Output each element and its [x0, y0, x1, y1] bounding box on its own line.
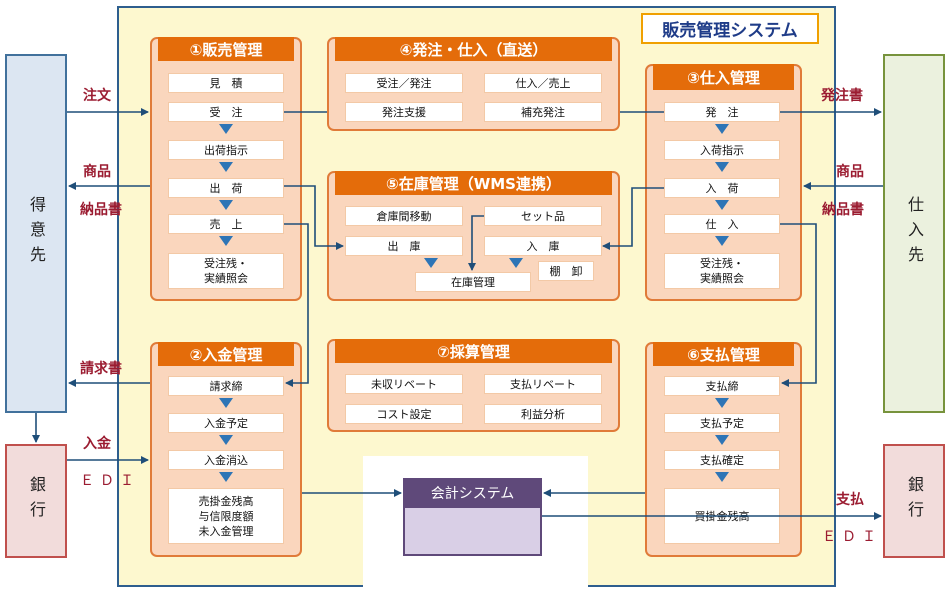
inventory-stocktake: 棚 卸	[538, 261, 594, 281]
customer-box: 得意先	[5, 54, 67, 413]
flow-arrow	[715, 124, 729, 134]
receipt-panel-title: ②入金管理	[158, 342, 294, 366]
profit-cost-setting: コスト設定	[345, 404, 463, 424]
profit-payable-rebate: 支払リベート	[484, 374, 602, 394]
inventory-set-item: セット品	[484, 206, 602, 226]
direct-order: 受注／発注	[345, 73, 463, 93]
receipt-clearing: 入金消込	[168, 450, 284, 470]
direct-order-support: 発注支援	[345, 102, 463, 122]
flow-arrow	[715, 435, 729, 445]
line-ship-to-outbound	[284, 185, 344, 250]
label-edi-right: ＥＤＩ	[822, 529, 882, 545]
flow-arrow	[715, 200, 729, 210]
flow-arrow	[219, 435, 233, 445]
sales-shipment: 出 荷	[168, 178, 284, 198]
flow-arrow	[219, 162, 233, 172]
label-purchase-order: 発注書	[821, 88, 863, 104]
label-delivery-right: 納品書	[822, 202, 864, 218]
label-edi-left: ＥＤＩ	[80, 473, 140, 489]
inventory-stock: 在庫管理	[415, 272, 531, 292]
direct-panel-title: ④発注・仕入（直送）	[335, 37, 612, 61]
sales-order: 受 注	[168, 102, 284, 122]
purchase-order: 発 注	[664, 102, 780, 122]
payment-close: 支払締	[664, 376, 780, 396]
sales-quote: 見 積	[168, 73, 284, 93]
label-goods-left: 商品	[83, 164, 111, 180]
purchase-receipt-instruction: 入荷指示	[664, 140, 780, 160]
label-goods-right: 商品	[836, 164, 864, 180]
line-arrival-to-inbound	[602, 187, 664, 250]
payment-panel-title: ⑥支払管理	[653, 342, 794, 366]
flow-arrow	[219, 200, 233, 210]
sales-backlog-inquiry: 受注残・ 実績照会	[168, 253, 284, 289]
bank-right-box: 銀行	[883, 444, 945, 558]
supplier-box: 仕入先	[883, 54, 945, 413]
flow-arrow	[424, 258, 438, 268]
line-sales-to-billing	[284, 223, 309, 387]
label-invoice: 請求書	[80, 361, 122, 377]
flow-arrow	[509, 258, 523, 268]
flow-arrow	[715, 236, 729, 246]
purchase-arrival: 入 荷	[664, 178, 780, 198]
flow-arrow	[715, 472, 729, 482]
flow-arrow	[219, 236, 233, 246]
label-order: 注文	[83, 88, 111, 104]
profit-panel-title: ⑦採算管理	[335, 339, 612, 363]
direct-purchase-sales: 仕入／売上	[484, 73, 602, 93]
inventory-transfer: 倉庫間移動	[345, 206, 463, 226]
purchase-backlog-inquiry: 受注残・ 実績照会	[664, 253, 780, 289]
line-setitem-to-stock	[468, 215, 484, 271]
receipt-schedule: 入金予定	[168, 413, 284, 433]
purchase-panel-title: ③仕入管理	[653, 64, 794, 90]
flow-arrow	[219, 472, 233, 482]
payment-schedule: 支払予定	[664, 413, 780, 433]
inventory-panel-title: ⑤在庫管理（WMS連携）	[335, 171, 612, 195]
flow-arrow	[219, 124, 233, 134]
receipt-receivables: 売掛金残高 与信限度額 未入金管理	[168, 488, 284, 544]
label-delivery-left: 納品書	[80, 202, 122, 218]
flow-arrow	[219, 398, 233, 408]
sales-panel-title: ①販売管理	[158, 37, 294, 61]
inventory-inbound: 入 庫	[484, 236, 602, 256]
receipt-billing-close: 請求締	[168, 376, 284, 396]
label-deposit: 入金	[83, 436, 111, 452]
payment-confirm: 支払確定	[664, 450, 780, 470]
purchase-purchase: 仕 入	[664, 214, 780, 234]
flow-arrow	[715, 398, 729, 408]
sales-sales: 売 上	[168, 214, 284, 234]
line-purchase-to-payment	[780, 223, 817, 387]
profit-receivable-rebate: 未収リベート	[345, 374, 463, 394]
direct-replenish: 補充発注	[484, 102, 602, 122]
flow-arrow	[715, 162, 729, 172]
system-title: 販売管理システム	[641, 13, 819, 44]
bank-left-box: 銀行	[5, 444, 67, 558]
accounting-title: 会計システム	[403, 478, 542, 508]
sales-ship-instruction: 出荷指示	[168, 140, 284, 160]
profit-analysis: 利益分析	[484, 404, 602, 424]
inventory-outbound: 出 庫	[345, 236, 463, 256]
label-payment: 支払	[836, 492, 864, 508]
